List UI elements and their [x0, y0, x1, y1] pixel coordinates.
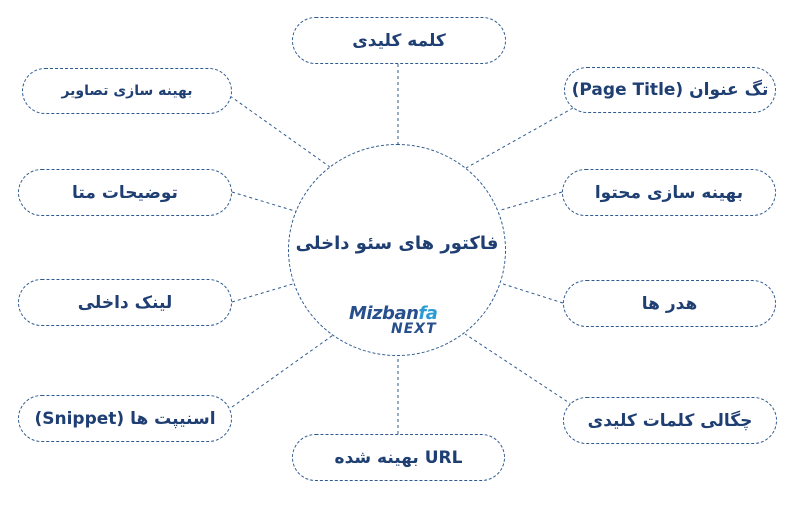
link-meta-description: [231, 191, 299, 213]
node-page-title: تگ عنوان (Page Title): [564, 67, 776, 113]
link-internal-link: [231, 282, 297, 303]
link-image-optimization: [229, 95, 331, 168]
node-snippet: اسنیپت ها (Snippet): [18, 395, 232, 442]
node-image-optimization: بهینه سازی تصاویر: [22, 68, 232, 114]
node-meta-description: توضیحات متا: [18, 169, 232, 216]
node-content-optimization: بهینه سازی محتوا: [562, 169, 776, 216]
hub-title: فاکتور های سئو داخلی: [295, 233, 499, 254]
link-snippet: [231, 332, 337, 408]
logo-text-fa: fa: [418, 303, 438, 324]
link-page-title: [465, 107, 574, 169]
link-content-optimization: [500, 191, 563, 211]
node-keyword-density: چگالی کلمات کلیدی: [563, 397, 777, 444]
node-internal-link: لینک داخلی: [18, 279, 232, 326]
node-keyword: کلمه کلیدی: [292, 17, 506, 64]
mizbanfa-next-logo: Mizbanfa NEXT: [349, 303, 469, 341]
central-hub: فاکتور های سئو داخلی Mizbanfa NEXT: [288, 144, 506, 356]
node-url: URL بهینه شده: [292, 434, 505, 481]
node-headers: هدر ها: [563, 280, 776, 327]
link-keyword-density: [464, 333, 578, 409]
link-headers: [499, 282, 564, 304]
logo-text-mizban: Mizban: [349, 303, 419, 324]
logo-text-next: NEXT: [391, 321, 437, 337]
